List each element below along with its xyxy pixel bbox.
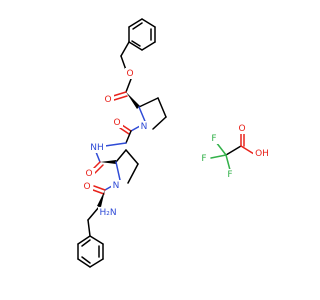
pro2-ring: [115, 149, 139, 184]
benzyl-ring: [128, 18, 156, 51]
phe-o-label: O: [82, 181, 93, 192]
benzyl-ch2-bond: [120, 41, 130, 57]
tfa-f-bottom-label: F: [225, 169, 236, 180]
carbonyl-o-double-1: [112, 91, 127, 97]
tfa-bonds: [210, 131, 255, 171]
pro2-o: O: [85, 169, 92, 179]
phe-h2n: H₂N: [99, 208, 116, 218]
ester-o-single: O: [126, 69, 133, 79]
nh-carbonyl-bond: [95, 151, 101, 163]
phe-alpha-ch2-bond: [87, 206, 100, 221]
gly-o-label: O: [112, 117, 123, 128]
gly-nh-label: NH: [88, 142, 106, 153]
gly-ch2-nh-bond: [104, 142, 127, 147]
pro2-n-carbonyl-bond: [104, 185, 113, 191]
tfa-f-left: F: [201, 154, 206, 164]
o-carbonyl-bond: [125, 78, 132, 93]
pro1-n-carbonyl-bond: [130, 125, 141, 132]
tfa-f-bottom: F: [227, 170, 232, 180]
ester-o-single-label: O: [125, 68, 136, 79]
phe-wedge: [97, 190, 105, 207]
tfa-f-top-label: F: [209, 133, 220, 144]
pro2-n-label: N: [111, 180, 122, 191]
phenyl-ring: [77, 235, 104, 268]
molecule-canvas: O O N O NH O N O H₂N F F F: [77, 18, 271, 268]
phe-h2n-label: H₂N: [98, 207, 118, 218]
ester-o-double-label: O: [103, 94, 114, 105]
pro1-n: N: [141, 122, 148, 132]
phe-o: O: [83, 182, 90, 192]
pro1-wedge: [126, 92, 140, 109]
tfa-f-left-label: F: [199, 153, 210, 164]
ester-o-double: O: [104, 95, 111, 105]
pro2-o-label: O: [84, 168, 95, 179]
ch2-o-bond: [120, 55, 127, 71]
gly-nh: NH: [90, 143, 104, 153]
tfa-oh-label: OH: [253, 148, 271, 159]
structure-diagram: O O N O NH O N O H₂N F F F: [77, 18, 271, 268]
gly-carbonyl-o: [121, 124, 132, 132]
tfa-f-top: F: [211, 134, 216, 144]
pro2-wedge: [100, 160, 116, 164]
pro2-n: N: [113, 181, 120, 191]
phe-ch2-ring-bond: [87, 219, 91, 237]
tfa-o-double: O: [238, 124, 245, 134]
gly-ch2-bond: [125, 130, 132, 144]
tfa-oh: OH: [255, 149, 269, 159]
gly-o: O: [113, 118, 120, 128]
phe-carbonyl-o-1: [93, 185, 106, 191]
pro1-n-label: N: [139, 121, 150, 132]
tfa-o-double-label: O: [237, 123, 248, 134]
